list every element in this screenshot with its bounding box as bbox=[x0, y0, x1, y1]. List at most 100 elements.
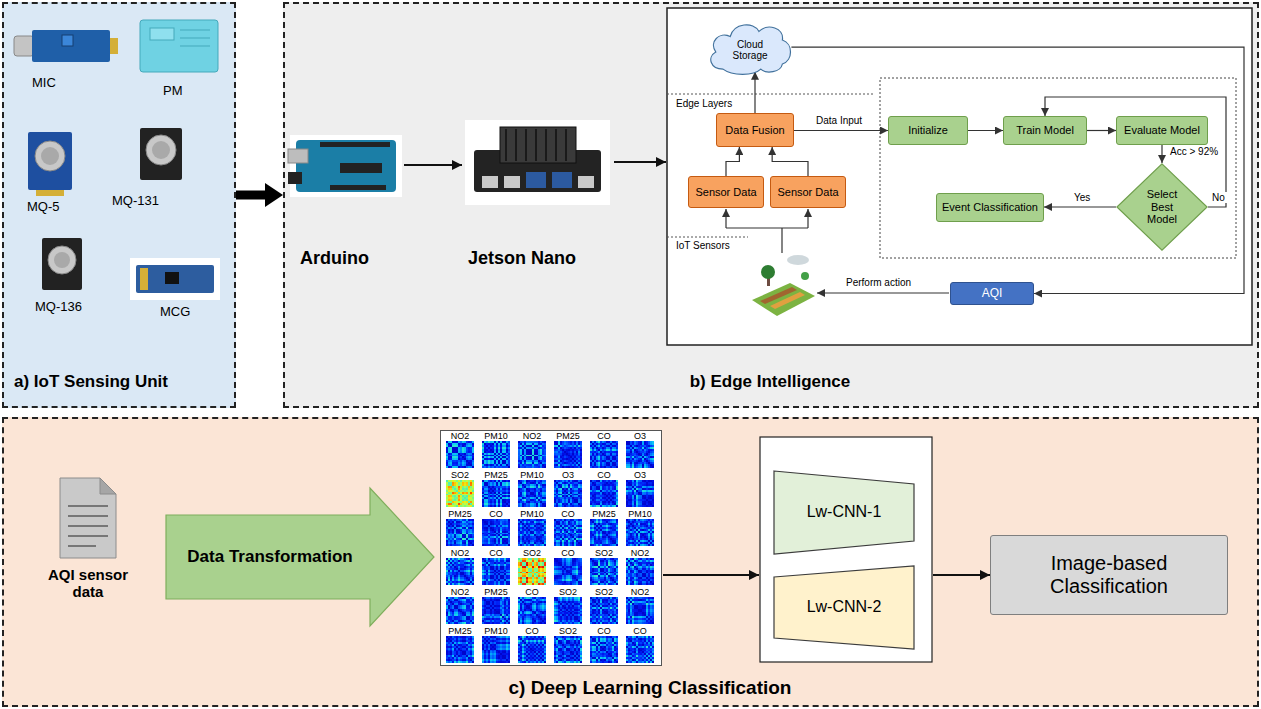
heatmap-pixel bbox=[590, 443, 592, 445]
heatmap-pixel bbox=[628, 462, 630, 464]
heatmap-pixel bbox=[460, 484, 462, 486]
heatmap-pixel bbox=[464, 488, 466, 490]
heatmap-pixel bbox=[498, 492, 500, 494]
heatmap-pixel bbox=[452, 453, 454, 455]
heatmap-pixel bbox=[518, 497, 520, 499]
layer-separator bbox=[667, 237, 748, 238]
heatmap-pixel bbox=[502, 443, 504, 445]
heatmap-pixel bbox=[540, 449, 542, 451]
heatmap-pixel bbox=[462, 490, 464, 492]
heatmap-pixel bbox=[614, 449, 616, 451]
heatmap-pixel bbox=[448, 445, 450, 447]
mq136-sensor bbox=[42, 238, 82, 290]
heatmap-pixel bbox=[610, 456, 612, 458]
heatmap-pixel bbox=[482, 449, 484, 451]
heatmap-pixel bbox=[464, 503, 466, 505]
heatmap-pixel bbox=[570, 484, 572, 486]
heatmap-pixel bbox=[470, 486, 472, 488]
heatmap-pixel bbox=[458, 495, 460, 497]
heatmap-pixel bbox=[492, 464, 494, 466]
heatmap-pixel bbox=[454, 466, 456, 468]
heatmap-pixel bbox=[468, 453, 470, 455]
sensor-feed-arrow bbox=[726, 209, 808, 253]
heatmap-pixel bbox=[610, 447, 612, 449]
heatmap-pixel bbox=[526, 499, 528, 501]
heatmap-pixel bbox=[652, 447, 654, 449]
heatmap-pixel bbox=[494, 462, 496, 464]
heatmap-pixel bbox=[590, 441, 592, 443]
heatmap-pixel bbox=[522, 494, 524, 496]
heatmap-pixel bbox=[446, 458, 448, 460]
heatmap-pixel bbox=[472, 462, 474, 464]
heatmap-pixel bbox=[642, 441, 644, 443]
heatmap-pixel bbox=[518, 466, 520, 468]
heatmap-pixel bbox=[496, 492, 498, 494]
pm-sensor bbox=[180, 46, 210, 47]
heatmap-pixel bbox=[562, 447, 564, 449]
heatmap-pixel bbox=[560, 449, 562, 451]
heatmap-pixel bbox=[506, 441, 508, 443]
heatmap-pixel bbox=[492, 482, 494, 484]
heatmap-pixel bbox=[602, 441, 604, 443]
heatmap-pixel bbox=[570, 449, 572, 451]
heatmap-pixel bbox=[644, 451, 646, 453]
heatmap-pixel bbox=[542, 443, 544, 445]
panel-title: a) IoT Sensing Unit bbox=[14, 372, 168, 392]
heatmap-pixel bbox=[482, 499, 484, 501]
heatmap-pixel bbox=[464, 480, 466, 482]
heatmap-pixel bbox=[590, 466, 592, 468]
heatmap-pixel bbox=[628, 466, 630, 468]
heatmap-pixel bbox=[524, 482, 526, 484]
heatmap-pixel bbox=[528, 441, 530, 443]
heatmap-pixel bbox=[526, 482, 528, 484]
heatmap-pixel bbox=[630, 449, 632, 451]
heatmap-pixel bbox=[500, 451, 502, 453]
heatmap-pixel bbox=[454, 488, 456, 490]
heatmap-pixel bbox=[456, 482, 458, 484]
heatmap-pixel bbox=[594, 451, 596, 453]
heatmap-pixel bbox=[562, 480, 564, 482]
heatmap-pixel bbox=[616, 453, 618, 455]
heatmap-pixel bbox=[462, 495, 464, 497]
heatmap-pixel bbox=[490, 458, 492, 460]
heatmap-pixel bbox=[464, 447, 466, 449]
heatmap-pixel bbox=[596, 456, 598, 458]
heatmap-pixel bbox=[590, 451, 592, 453]
heatmap-pixel bbox=[572, 455, 574, 457]
heatmap-pixel bbox=[596, 464, 598, 466]
heatmap-pixel bbox=[650, 451, 652, 453]
heatmap-pixel bbox=[528, 499, 530, 501]
heatmap-pixel bbox=[644, 443, 646, 445]
heatmap-pixel bbox=[466, 503, 468, 505]
heatmap-pixel bbox=[634, 451, 636, 453]
heatmap-pixel bbox=[504, 451, 506, 453]
heatmap-pixel bbox=[540, 488, 542, 490]
heatmap-pixel bbox=[496, 484, 498, 486]
heatmap-pixel bbox=[628, 458, 630, 460]
heatmap-pixel bbox=[488, 492, 490, 494]
heatmap-pixel bbox=[542, 505, 544, 507]
heatmap-pixel bbox=[500, 447, 502, 449]
heatmap-pixel bbox=[572, 447, 574, 449]
heatmap-pixel bbox=[598, 466, 600, 468]
heatmap-pixel bbox=[562, 453, 564, 455]
heatmap-pixel bbox=[486, 495, 488, 497]
heatmap-pixel bbox=[628, 460, 630, 462]
heatmap-pixel bbox=[518, 486, 520, 488]
heatmap-pixel bbox=[544, 447, 546, 449]
flow-connector bbox=[726, 147, 739, 176]
heatmap-pixel bbox=[532, 490, 534, 492]
heatmap-pixel bbox=[520, 445, 522, 447]
heatmap-pixel bbox=[572, 453, 574, 455]
heatmap-pixel bbox=[544, 505, 546, 507]
heatmap-pixel bbox=[542, 494, 544, 496]
heatmap-pixel bbox=[526, 492, 528, 494]
heatmap-pixel bbox=[490, 503, 492, 505]
heatmap-pixel bbox=[564, 445, 566, 447]
heatmap-pixel bbox=[540, 466, 542, 468]
flow-connector bbox=[794, 130, 888, 131]
heatmap-pixel bbox=[536, 453, 538, 455]
heatmap-pixel bbox=[632, 445, 634, 447]
heatmap-pixel bbox=[578, 453, 580, 455]
